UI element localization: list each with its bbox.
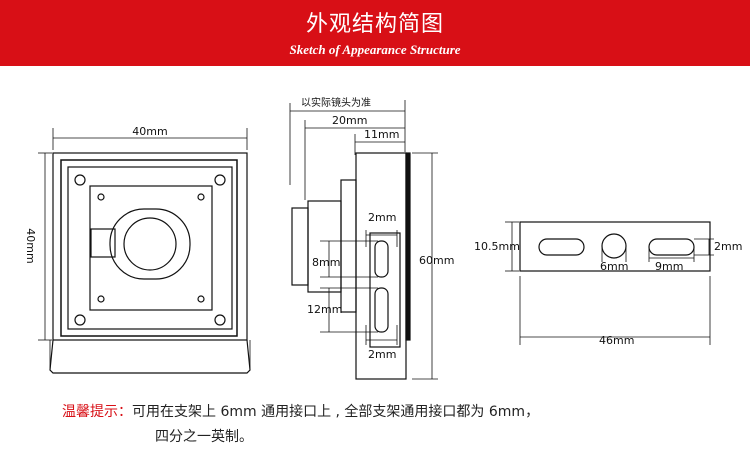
tip-label: 温馨提示： (62, 404, 132, 420)
hole-size-label: 6mm (600, 260, 628, 273)
bracket-view (505, 221, 714, 345)
bracket-height-label: 10.5mm (474, 240, 520, 253)
front-view (38, 128, 251, 374)
structure-drawing: 40mm 40mm 以实际镜头为准 20mm 11mm 2mm 8mm 12mm… (24, 96, 742, 380)
side-bracket-label: 11mm (364, 128, 399, 141)
side-view (289, 100, 438, 380)
side-height-label: 60mm (419, 254, 454, 267)
slot-width-bottom-label: 2mm (368, 348, 396, 361)
bracket-slot-length-label: 9mm (655, 260, 683, 273)
side-depth-label: 20mm (332, 114, 367, 127)
bracket-length-label: 46mm (599, 334, 634, 347)
slot-spacing-label: 12mm (307, 303, 342, 316)
tip-note: 温馨提示：可用在支架上 6mm 通用接口上 , 全部支架通用接口都为 6mm， … (62, 400, 539, 450)
front-height-label: 40mm (24, 228, 37, 263)
slot-width-top-label: 2mm (368, 211, 396, 224)
tip-text-2: 四分之一英制。 (155, 429, 253, 445)
lens-note-label: 以实际镜头为准 (301, 96, 371, 109)
bracket-slot-width-label: 2mm (714, 240, 742, 253)
slot-length-label: 8mm (312, 256, 340, 269)
header-banner: 外观结构简图 Sketch of Appearance Structure (0, 0, 750, 66)
tip-line-1: 温馨提示：可用在支架上 6mm 通用接口上 , 全部支架通用接口都为 6mm， (62, 400, 539, 425)
tip-line-2: 四分之一英制。 (62, 425, 539, 450)
page-title: 外观结构简图 (305, 12, 444, 37)
tip-text-1: 可用在支架上 6mm 通用接口上 , 全部支架通用接口都为 6mm， (132, 404, 540, 420)
page-subtitle: Sketch of Appearance Structure (289, 42, 461, 57)
front-width-label: 40mm (132, 125, 167, 138)
